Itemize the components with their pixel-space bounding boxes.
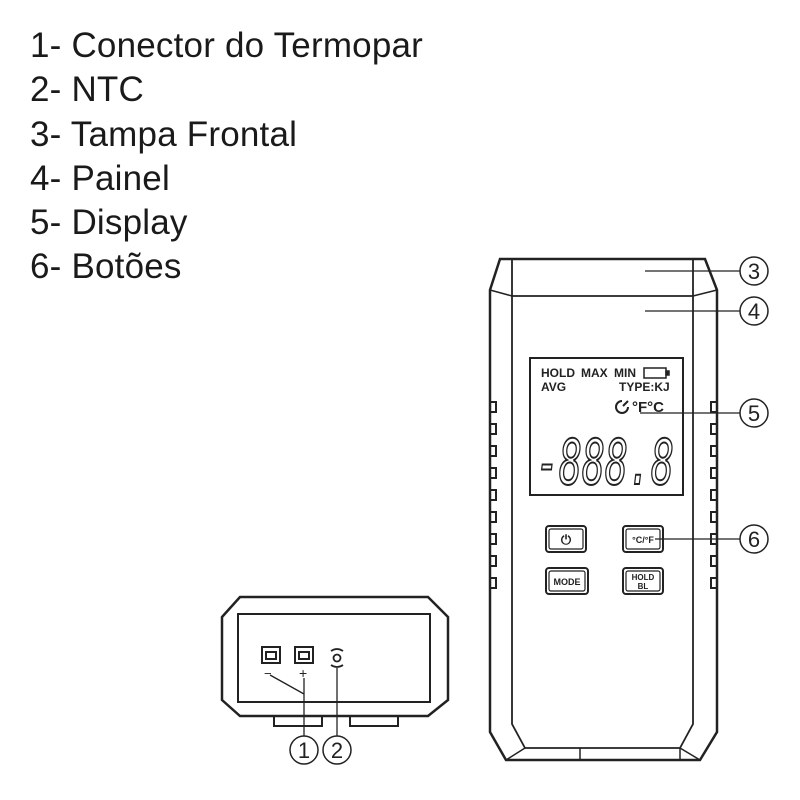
legend-item-1: 1- Conector do Termopar bbox=[30, 26, 424, 65]
hold-button-label-bottom: BL bbox=[638, 582, 649, 591]
hold-backlight-button[interactable]: HOLD BL bbox=[622, 567, 664, 595]
lcd-type-indicator: TYPE:KJ bbox=[619, 380, 670, 394]
callout-1-number: 1 bbox=[298, 738, 310, 763]
callout-5: 5 bbox=[739, 398, 769, 428]
callout-3-number: 3 bbox=[748, 259, 760, 284]
front-cover-outline bbox=[488, 257, 719, 762]
left-grip-ridges bbox=[490, 401, 497, 589]
callout-3: 3 bbox=[739, 256, 769, 286]
legend-list: 1- Conector do Termopar 2- NTC 3- Tampa … bbox=[30, 24, 423, 290]
lcd-window bbox=[529, 357, 684, 496]
lcd-min-indicator: MIN bbox=[614, 366, 636, 380]
lcd-unit-indicator: °F°C bbox=[632, 399, 664, 416]
callout-4-number: 4 bbox=[748, 299, 760, 324]
device-front-view bbox=[488, 257, 719, 762]
battery-icon bbox=[643, 367, 670, 379]
callout-1: 1 bbox=[289, 735, 319, 765]
mode-button[interactable]: MODE bbox=[545, 567, 589, 595]
callout-5-number: 5 bbox=[748, 401, 760, 426]
thermocouple-minus-socket-icon bbox=[261, 646, 281, 664]
ntc-sensor-icon bbox=[330, 648, 344, 668]
lcd-digits: -888.8 bbox=[536, 426, 674, 499]
device-bottom-view bbox=[220, 595, 450, 736]
power-icon: ⏻ bbox=[561, 532, 572, 547]
unit-toggle-label: °C/°F bbox=[632, 535, 654, 545]
front-leader-lines bbox=[640, 270, 740, 540]
mode-button-label: MODE bbox=[554, 577, 581, 587]
thermocouple-plus-socket-icon bbox=[294, 646, 314, 664]
legend-item-6: 6- Botões bbox=[30, 247, 182, 287]
legend-item-2: 2- NTC bbox=[30, 70, 144, 110]
callout-6-number: 6 bbox=[748, 527, 760, 552]
lcd-max-indicator: MAX bbox=[581, 366, 608, 380]
legend-item-5: 5- Display bbox=[30, 203, 188, 243]
lcd-hold-indicator: HOLD bbox=[541, 366, 575, 380]
callout-6: 6 bbox=[739, 524, 769, 554]
legend-item-3: 3- Tampa Frontal bbox=[30, 114, 298, 154]
callout-4: 4 bbox=[739, 296, 769, 326]
power-button[interactable]: ⏻ bbox=[545, 525, 587, 553]
hold-button-label-top: HOLD bbox=[632, 573, 655, 582]
connector-leader-lines bbox=[269, 668, 338, 736]
legend-item-4: 4- Painel bbox=[30, 158, 170, 198]
callout-2-number: 2 bbox=[331, 738, 343, 763]
lcd-avg-indicator: AVG bbox=[541, 380, 566, 394]
lcd-display: HOLD MAX MIN AVG TYPE:KJ °F°C -888.8 bbox=[535, 366, 675, 500]
minus-label: − bbox=[264, 666, 272, 681]
plus-label: + bbox=[299, 665, 307, 681]
auto-off-icon bbox=[615, 400, 629, 414]
callout-2: 2 bbox=[322, 735, 352, 765]
